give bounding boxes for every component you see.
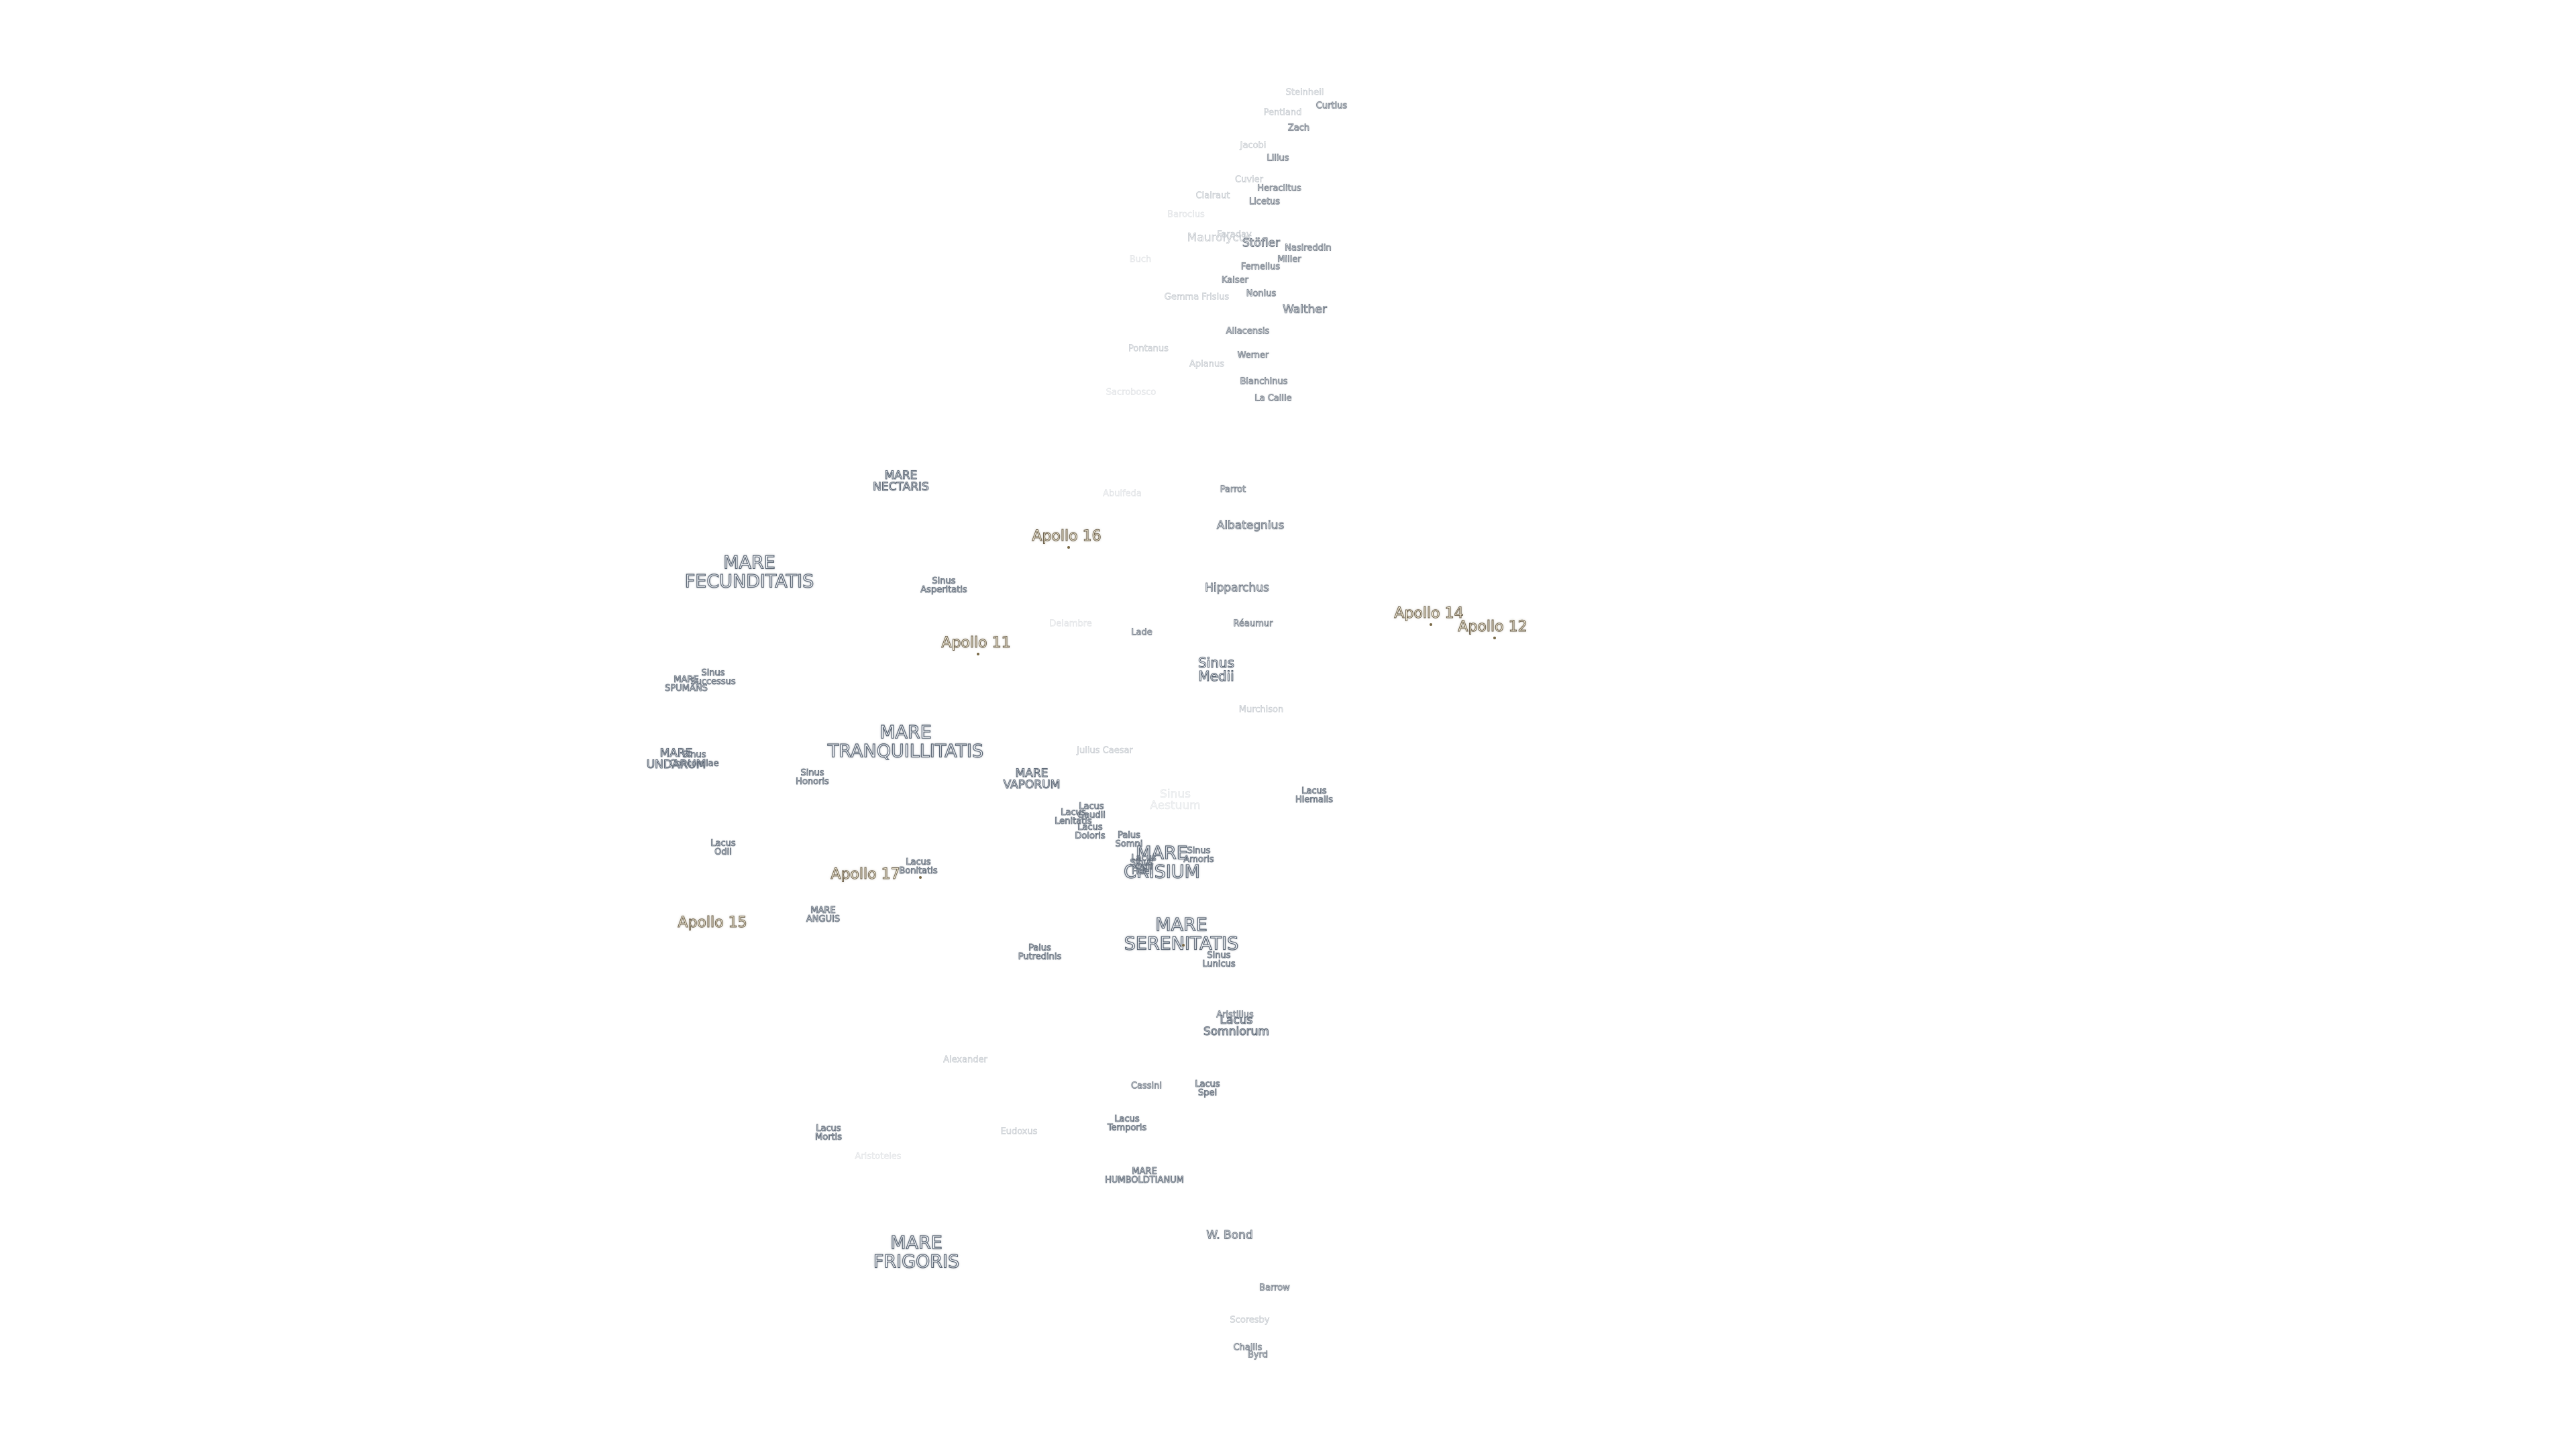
- label-sinus-fidei: Sinus Fidei: [1130, 858, 1154, 877]
- label-apollo-14[interactable]: Apollo 14: [1394, 605, 1464, 622]
- label-mare-spumans: MARE SPUMANS: [665, 675, 708, 694]
- label-lacus-somniorum: Lacus Somniorum: [1203, 1014, 1270, 1038]
- label-pontanus: Pontanus: [1128, 343, 1169, 354]
- label-lacus-odii: Lacus Odii: [710, 839, 736, 857]
- label-lacus-gaudii: Lacus Gaudii: [1077, 802, 1106, 820]
- label-zach: Zach: [1287, 123, 1310, 133]
- label-clairaut: Clairaut: [1195, 191, 1230, 201]
- label-lacus-hiemalis: Lacus Hiemalis: [1295, 786, 1334, 805]
- landing-site-marker-apollo-14: [1430, 623, 1432, 626]
- label-apollo-15[interactable]: Apollo 15: [678, 914, 747, 931]
- label-mare-undarum: MARE UNDARUM: [646, 747, 706, 771]
- label-heraclitus: Heraclitus: [1257, 183, 1301, 194]
- label-kaiser: Kaiser: [1222, 275, 1249, 286]
- label-lacus-spei: Lacus Spei: [1195, 1079, 1220, 1098]
- label-lacus-odii-2: Lacus Odii: [1131, 853, 1157, 872]
- landing-site-marker-apollo-15: [1182, 944, 1185, 947]
- label-mare-tranquillitatis: MARE TRANQUILLITATIS: [827, 722, 984, 761]
- label-apollo-11[interactable]: Apollo 11: [941, 635, 1011, 651]
- label-faraday: Faraday: [1217, 229, 1252, 240]
- label-apollo-17[interactable]: Apollo 17: [830, 866, 900, 883]
- label-apianus: Apianus: [1189, 359, 1224, 370]
- label-licetus: Licetus: [1248, 197, 1281, 207]
- label-sinus-medii: Sinus Medii: [1197, 655, 1235, 684]
- label-mare-fecunditatis: MARE FECUNDITATIS: [684, 552, 814, 592]
- label-palus-putredinis: Palus Putredinis: [1018, 943, 1062, 962]
- label-cuvier: Cuvier: [1235, 174, 1263, 185]
- label-aristoteles: Aristoteles: [855, 1151, 902, 1162]
- label-lacus-lenitatis: Lacus Lenitatis: [1055, 808, 1092, 826]
- label-palus-somni: Palus Somni: [1115, 830, 1143, 849]
- landing-site-marker-apollo-12: [1493, 637, 1496, 639]
- label-mare-nectaris: MARE NECTARIS: [873, 469, 930, 494]
- label-aristillus: Aristillus: [1216, 1010, 1254, 1020]
- label-mare-humboldtianum: MARE HUMBOLDTIANUM: [1105, 1167, 1185, 1185]
- label-blanchinus: Blanchinus: [1240, 376, 1288, 387]
- label-sinus-aestuum: Sinus Aestuum: [1150, 788, 1201, 812]
- label-lacus-temporis: Lacus Temporis: [1107, 1114, 1147, 1133]
- label-maurolycus: Maurolycus: [1187, 231, 1252, 245]
- label-nonius: Nonius: [1246, 288, 1277, 299]
- label-delambre: Delambre: [1049, 619, 1092, 629]
- label-gemma-frisius: Gemma Frisius: [1164, 292, 1230, 303]
- label-sinus-lunicus: Sinus Lunicus: [1202, 951, 1236, 969]
- landing-site-marker-apollo-17: [919, 876, 922, 879]
- label-lade: Lade: [1131, 627, 1152, 638]
- label-steinheil: Steinheil: [1285, 87, 1324, 98]
- label-barocius: Barocius: [1167, 209, 1205, 220]
- label-mare-crisium: MARE CRISIUM: [1124, 843, 1201, 882]
- label-mare-frigoris: MARE FRIGORIS: [873, 1232, 960, 1272]
- label-lacus-doloris: Lacus Doloris: [1075, 822, 1106, 841]
- label-lilius: Lilius: [1267, 153, 1289, 164]
- label-mare-anguis: MARE ANGUIS: [806, 906, 841, 924]
- label-mare-vaporum: MARE VAPORUM: [1003, 767, 1061, 792]
- label-sinus-asperitatis: Sinus Asperitatis: [920, 576, 967, 595]
- label-abulfeda: Abulfeda: [1103, 488, 1142, 499]
- label-byrd: Byrd: [1248, 1350, 1269, 1360]
- label-la-caille: La Caille: [1254, 393, 1292, 404]
- label-aliacensis: Aliacensis: [1226, 326, 1270, 337]
- label-alexander: Alexander: [943, 1055, 987, 1065]
- label-scoresby: Scoresby: [1230, 1315, 1270, 1326]
- label-miller: Miller: [1277, 254, 1301, 265]
- label-apollo-12[interactable]: Apollo 12: [1458, 619, 1527, 635]
- label-barrow: Barrow: [1259, 1283, 1290, 1293]
- label-walther: Walther: [1283, 303, 1328, 317]
- label-sinus-successus: Sinus Successus: [690, 668, 736, 687]
- label-eudoxus: Eudoxus: [1000, 1126, 1038, 1137]
- label-hipparchus: Hipparchus: [1205, 581, 1270, 595]
- label-cassini: Cassini: [1130, 1081, 1163, 1091]
- label-murchison: Murchison: [1238, 704, 1284, 715]
- label-fernelius: Fernelius: [1240, 262, 1281, 272]
- label-mare-serenitatis: MARE SERENITATIS: [1124, 914, 1239, 954]
- label-w-bond: W. Bond: [1206, 1228, 1253, 1242]
- label-jacobi: Jacobi: [1240, 140, 1267, 151]
- label-sinus-honoris: Sinus Honoris: [796, 768, 829, 787]
- label-apollo-16[interactable]: Apollo 16: [1032, 528, 1102, 545]
- label-werner: Werner: [1237, 350, 1269, 361]
- label-nasireddin: Nasireddin: [1285, 243, 1332, 254]
- label-buch: Buch: [1129, 254, 1152, 265]
- label-parrot: Parrot: [1220, 484, 1246, 495]
- label-lacus-bonitatis: Lacus Bonitatis: [899, 857, 938, 876]
- label-challis: Challis: [1233, 1342, 1263, 1353]
- label-julius-caesar: Julius Caesar: [1077, 745, 1133, 756]
- landing-site-marker-apollo-11: [977, 653, 979, 655]
- label-stofler: Stöfler: [1242, 236, 1281, 250]
- label-reaumur: Réaumur: [1233, 619, 1273, 629]
- label-curtius: Curtius: [1316, 101, 1348, 111]
- label-sinus-amoris: Sinus Amoris: [1183, 846, 1214, 865]
- label-sacrobosco: Sacrobosco: [1106, 387, 1157, 398]
- label-lacus-mortis: Lacus Mortis: [815, 1124, 843, 1142]
- landing-site-marker-apollo-16: [1067, 546, 1070, 549]
- label-sinus-concordiae: Sinus Concordiae: [669, 750, 719, 769]
- label-albategnius: Albategnius: [1216, 519, 1285, 533]
- label-pentland: Pentland: [1263, 107, 1302, 118]
